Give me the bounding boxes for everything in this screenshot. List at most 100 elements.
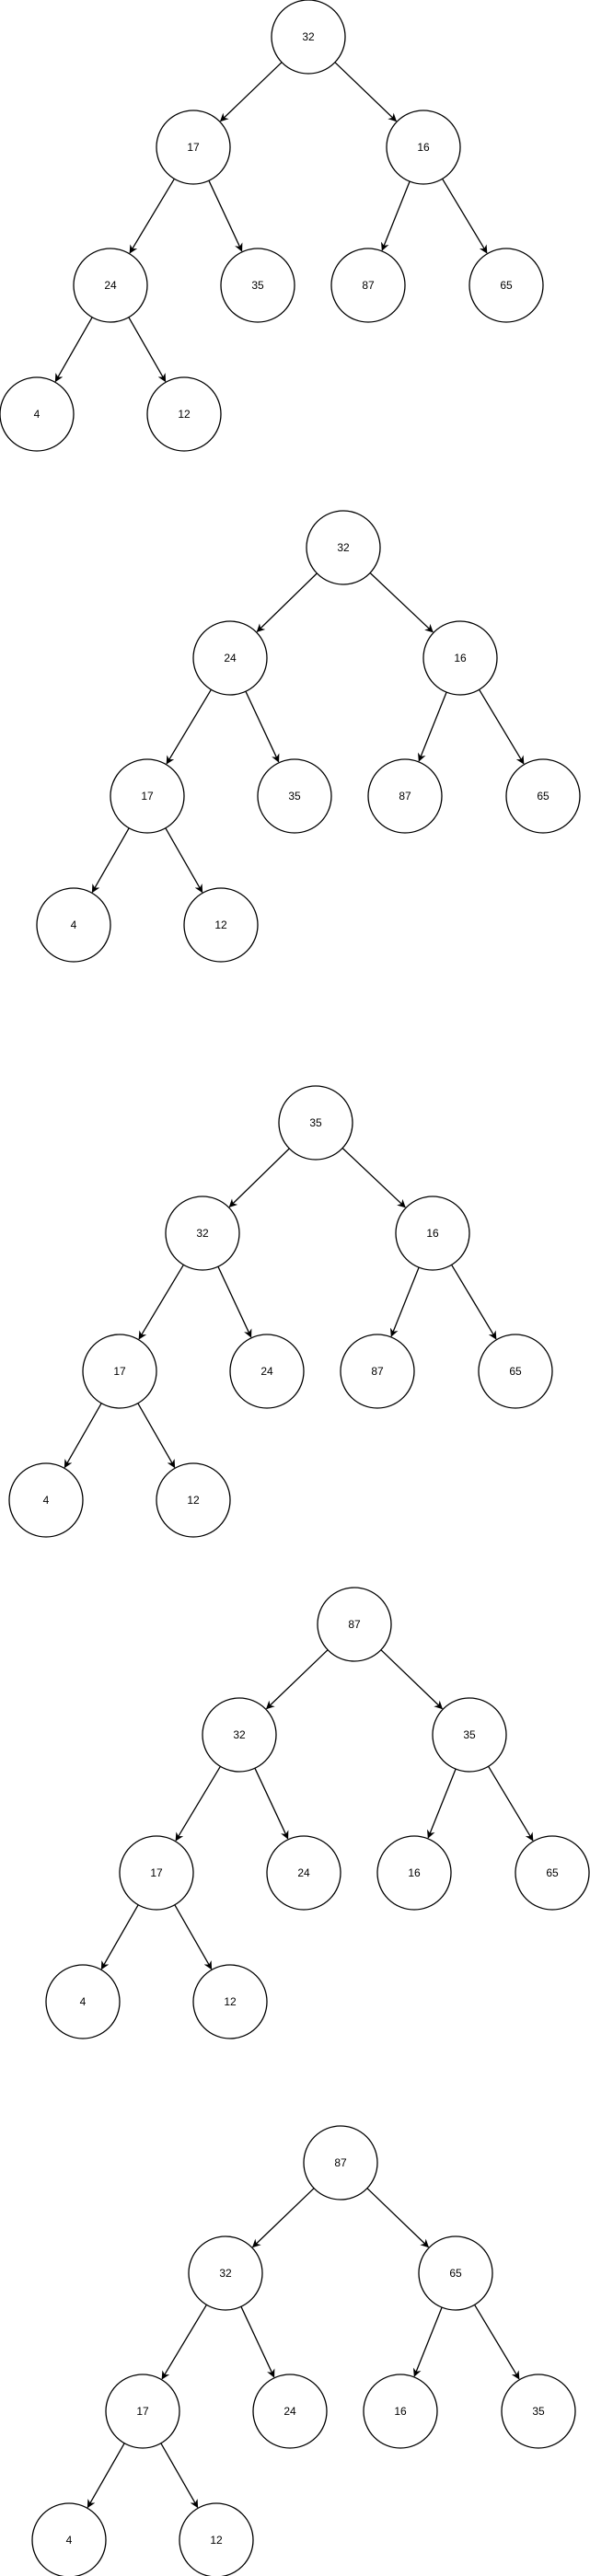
edge-arrow-17-to-4 — [91, 827, 130, 894]
node-label: 16 — [426, 1227, 439, 1240]
edge-arrow-32-to-17 — [175, 1765, 221, 1842]
node-circle — [340, 1334, 415, 1409]
node-circle — [252, 2374, 328, 2449]
node-label: 12 — [224, 1995, 237, 2008]
node-circle — [156, 1462, 231, 1538]
edge-arrow-87-to-35 — [380, 1649, 444, 1710]
node-circle — [183, 887, 259, 963]
tree-node: 32 — [306, 510, 381, 585]
node-label: 87 — [334, 2156, 347, 2169]
node-label: 87 — [348, 1618, 361, 1631]
edge-arrow-35-to-16 — [341, 1148, 406, 1208]
edge-arrow-17-to-12 — [174, 1904, 213, 1970]
node-circle — [478, 1334, 553, 1409]
tree-node: 35 — [501, 2374, 576, 2449]
tree-node: 24 — [252, 2374, 328, 2449]
node-circle — [110, 758, 185, 834]
tree-node: 16 — [395, 1196, 470, 1271]
tree-node: 12 — [192, 1964, 268, 2039]
tree-node: 17 — [110, 758, 185, 834]
node-label: 4 — [71, 918, 77, 931]
edge-arrow-16-to-65 — [479, 688, 525, 765]
edge-arrow-24-to-12 — [128, 317, 167, 383]
edge-arrow-32-to-17 — [138, 1264, 184, 1340]
node-circle — [469, 248, 544, 323]
tree-node: 32 — [165, 1196, 240, 1271]
node-label: 12 — [187, 1494, 200, 1507]
node-circle — [105, 2374, 180, 2449]
tree-2: 32 24 16 17 35 87 65 4 12 — [36, 510, 581, 963]
tree-node: 16 — [422, 620, 498, 696]
edge-arrow-87-to-32 — [251, 2188, 315, 2248]
node-circle — [363, 2374, 438, 2449]
tree-node: 87 — [330, 248, 406, 323]
node-circle — [395, 1196, 470, 1271]
edge-arrow-35-to-16 — [427, 1768, 457, 1839]
node-label: 87 — [362, 279, 375, 292]
node-circle — [386, 110, 461, 185]
edge-arrow-32-to-24 — [254, 1767, 289, 1840]
tree-node: 65 — [515, 1835, 590, 1911]
node-label: 4 — [43, 1494, 50, 1507]
tree-node: 17 — [105, 2374, 180, 2449]
node-circle — [367, 758, 443, 834]
tree-node: 4 — [8, 1462, 84, 1538]
node-circle — [422, 620, 498, 696]
edge-arrow-24-to-17 — [166, 688, 212, 765]
node-label: 24 — [297, 1866, 310, 1879]
tree-node: 24 — [266, 1835, 341, 1911]
tree-node: 24 — [192, 620, 268, 696]
node-circle — [303, 2125, 378, 2201]
node-label: 65 — [537, 790, 550, 803]
node-label: 12 — [210, 2534, 223, 2547]
tree-node: 65 — [478, 1334, 553, 1409]
node-label: 65 — [449, 2267, 462, 2280]
node-circle — [45, 1964, 121, 2039]
tree-node: 87 — [340, 1334, 415, 1409]
tree-node: 35 — [257, 758, 332, 834]
node-label: 32 — [233, 1728, 246, 1741]
node-circle — [376, 1835, 452, 1911]
node-label: 35 — [309, 1116, 322, 1129]
node-circle — [192, 1964, 268, 2039]
tree-node: 12 — [156, 1462, 231, 1538]
node-label: 12 — [214, 918, 227, 931]
edge-arrow-35-to-65 — [488, 1765, 534, 1842]
edge-arrow-65-to-16 — [413, 2306, 443, 2377]
tree-node: 16 — [386, 110, 461, 185]
node-circle — [8, 1462, 84, 1538]
tree-node: 65 — [418, 2235, 493, 2311]
tree-node: 32 — [202, 1697, 277, 1773]
tree-node: 32 — [188, 2235, 263, 2311]
node-circle — [119, 1835, 194, 1911]
node-label: 17 — [113, 1365, 126, 1378]
edge-arrow-32-to-24 — [240, 2305, 275, 2378]
node-label: 16 — [454, 652, 467, 664]
node-label: 87 — [399, 790, 411, 803]
node-circle — [229, 1334, 305, 1409]
node-label: 16 — [417, 141, 430, 154]
edge-arrow-32-to-24 — [256, 572, 318, 633]
edge-arrow-32-to-16 — [334, 62, 398, 122]
edge-arrow-17-to-4 — [64, 1403, 102, 1469]
node-circle — [156, 110, 231, 185]
node-label: 24 — [104, 279, 117, 292]
node-circle — [188, 2235, 263, 2311]
node-label: 87 — [371, 1365, 384, 1378]
node-label: 35 — [288, 790, 301, 803]
edge-arrow-16-to-65 — [442, 178, 488, 254]
node-label: 16 — [394, 2405, 407, 2418]
node-circle — [271, 0, 346, 75]
node-label: 12 — [178, 408, 191, 421]
node-circle — [278, 1085, 353, 1161]
node-label: 65 — [509, 1365, 522, 1378]
edge-arrow-16-to-87 — [381, 180, 411, 251]
node-label: 24 — [260, 1365, 273, 1378]
node-circle — [317, 1587, 392, 1662]
tree-node: 35 — [432, 1697, 507, 1773]
node-circle — [73, 248, 148, 323]
edge-arrow-17-to-24 — [129, 178, 175, 254]
node-label: 32 — [196, 1227, 209, 1240]
tree-node: 17 — [119, 1835, 194, 1911]
